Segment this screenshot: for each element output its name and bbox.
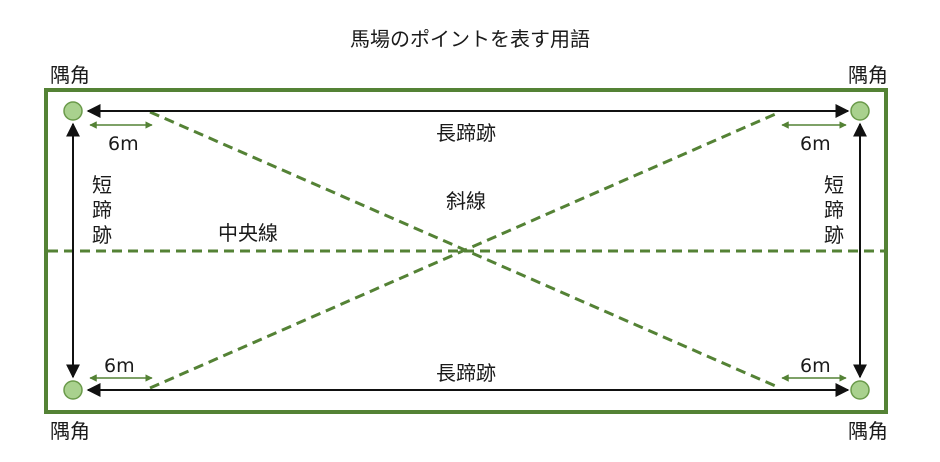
corner-marker-top-right bbox=[850, 101, 870, 121]
short-side-left-char-3: 跡 bbox=[92, 223, 112, 247]
long-side-top-label: 長蹄跡 bbox=[436, 121, 496, 145]
distance-label-bottom-right: 6m bbox=[800, 355, 831, 377]
corner-label-bottom-left: 隅角 bbox=[50, 419, 90, 443]
corner-marker-bottom-left bbox=[63, 380, 83, 400]
corner-marker-bottom-right bbox=[850, 380, 870, 400]
short-side-right-char-2: 蹄 bbox=[824, 198, 844, 222]
diagonal-label: 斜線 bbox=[446, 189, 486, 213]
distance-label-top-right: 6m bbox=[800, 133, 831, 155]
short-side-right-char-1: 短 bbox=[824, 173, 844, 197]
corner-label-top-left: 隅角 bbox=[50, 63, 90, 87]
corner-label-top-right: 隅角 bbox=[848, 63, 888, 87]
center-line-label: 中央線 bbox=[218, 221, 278, 245]
arena-outline bbox=[44, 88, 888, 414]
corner-marker-top-left bbox=[63, 101, 83, 121]
corner-label-bottom-right: 隅角 bbox=[848, 419, 888, 443]
distance-label-bottom-left: 6m bbox=[104, 355, 135, 377]
short-side-right-char-3: 跡 bbox=[824, 223, 844, 247]
short-side-left-char-1: 短 bbox=[92, 173, 112, 197]
diagonal-line-b bbox=[149, 110, 781, 390]
diagram-title: 馬場のポイントを表す用語 bbox=[350, 27, 590, 51]
distance-label-top-left: 6m bbox=[108, 133, 139, 155]
long-side-bottom-label: 長蹄跡 bbox=[436, 361, 496, 385]
short-side-left-char-2: 蹄 bbox=[92, 198, 112, 222]
